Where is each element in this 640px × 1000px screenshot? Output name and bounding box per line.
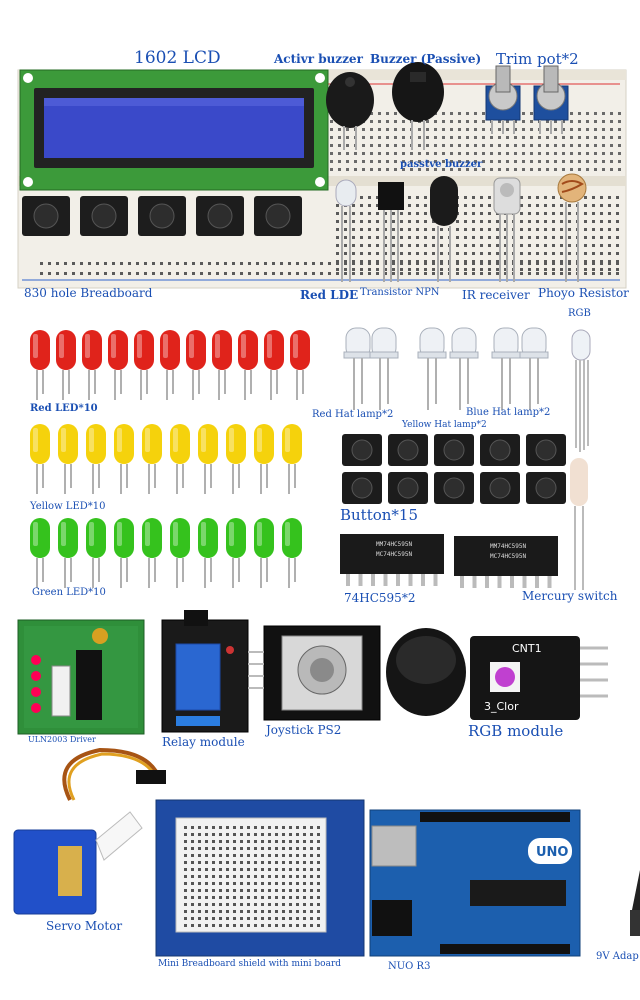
button-grid	[342, 434, 566, 504]
svg-text:UNO: UNO	[536, 845, 569, 860]
lcd-1602	[19, 69, 329, 191]
chip-74hc595-1: MM74HC595N MC74HC595N	[340, 534, 444, 574]
label-rgb-led: RGB	[568, 308, 591, 319]
led-rows	[30, 330, 310, 588]
label-red-hat: Red Hat lamp*2	[312, 409, 394, 420]
chip-pins	[346, 574, 552, 588]
hat-lamps	[343, 327, 549, 410]
label-blue-hat: Blue Hat lamp*2	[466, 407, 551, 418]
label-breadboard: 830 hole Breadboard	[24, 286, 153, 300]
label-yellow-led: Yellow LED*10	[30, 501, 106, 512]
rgb-module: CNT1 3_Clor	[470, 636, 608, 720]
label-uno: NUO R3	[388, 961, 431, 972]
svg-text:3_Clor: 3_Clor	[484, 700, 519, 713]
servo-motor	[13, 747, 166, 915]
rgb-led	[571, 329, 591, 452]
label-passive-buzzer-small: passtve buzzer	[400, 159, 483, 170]
label-servo: Servo Motor	[46, 919, 123, 933]
label-lcd: 1602 LCD	[134, 48, 221, 68]
breadboard-buttons	[22, 196, 302, 236]
passive-buzzer-small	[430, 176, 458, 282]
ir-receiver	[493, 177, 521, 282]
label-active-buzzer: Activr buzzer	[274, 52, 363, 66]
svg-text:MC74HC595N: MC74HC595N	[376, 551, 413, 558]
label-rgb-module: RGB module	[468, 722, 564, 740]
label-red-lde: Red LDE	[300, 288, 359, 302]
svg-text:MM74HC595N: MM74HC595N	[376, 541, 413, 548]
label-mercury-switch: Mercury switch	[522, 589, 618, 603]
mini-breadboard-holes	[184, 826, 320, 927]
label-photo-resistor: Phoyo Resistor	[538, 286, 629, 300]
joystick-cap	[386, 628, 466, 716]
label-green-led: Green LED*10	[32, 587, 106, 598]
label-joystick: Joystick PS2	[266, 723, 342, 737]
trim-pot-2	[533, 65, 569, 134]
mercury-switch	[570, 458, 588, 590]
joystick-ps2	[248, 625, 381, 721]
active-buzzer	[326, 72, 374, 150]
trim-pot-1	[485, 65, 521, 134]
label-red-led: Red LED*10	[30, 403, 98, 414]
label-yellow-hat: Yellow Hat lamp*2	[402, 420, 487, 430]
svg-text:MM74HC595N: MM74HC595N	[490, 543, 527, 550]
transistor-npn	[378, 182, 404, 282]
chip-74hc595-2: MM74HC595N MC74HC595N	[454, 536, 558, 576]
label-relay: Relay module	[162, 735, 245, 749]
label-ir-receiver: IR receiver	[462, 288, 530, 302]
relay-module	[161, 610, 249, 733]
label-adapter: 9V Adap	[596, 951, 639, 962]
svg-text:MC74HC595N: MC74HC595N	[490, 553, 527, 560]
adapter-9v	[630, 870, 640, 936]
label-trim-pot: Trim pot*2	[496, 50, 579, 68]
passive-buzzer	[392, 62, 444, 150]
label-74hc595: 74HC595*2	[344, 591, 416, 605]
label-mini-shield: Mini Breadboard shield with mini board	[158, 959, 342, 969]
uln2003-driver	[17, 619, 145, 735]
label-button: Button*15	[340, 506, 419, 524]
mini-breadboard-shield	[155, 799, 365, 957]
clear-led	[335, 179, 357, 282]
label-uln2003: ULN2003 Driver	[28, 735, 96, 744]
photo-resistor	[557, 173, 587, 282]
breadboard-holes	[40, 112, 621, 275]
svg-text:CNT1: CNT1	[512, 642, 542, 655]
label-transistor: Transistor NPN	[360, 287, 440, 298]
uno-r3: UNO	[369, 809, 581, 957]
label-passive-buzzer: Buzzer (Passive)	[370, 52, 482, 66]
